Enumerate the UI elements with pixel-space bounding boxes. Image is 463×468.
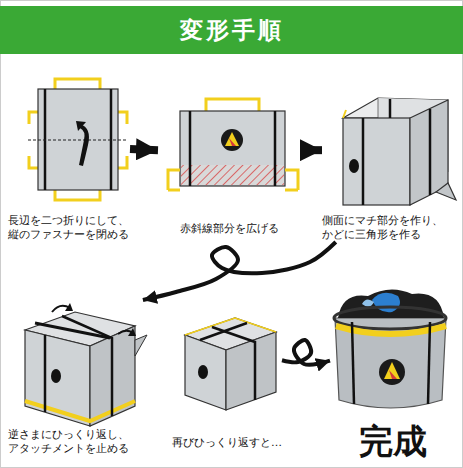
step-panel: 逆さまにひっくり返し、 アタッチメントを止める [8,300,150,456]
box [185,318,276,410]
step-panel: 長辺を二つ折りにして、 縦のファスナーを閉める [8,70,130,242]
result-text: 完成 [330,421,455,461]
step-panel: 再びひっくり返すと… [172,312,282,450]
step-arrow [130,149,158,150]
step-arrow [282,340,330,365]
step-arrow [143,242,336,300]
step-arrow [300,146,322,154]
title-text: 変形手順 [0,6,463,54]
step-caption: 逆さまにひっくり返し、 アタッチメントを止める [8,428,150,456]
opened-bag [168,99,298,190]
step-panel: 側面にマチ部分を作り、 かどに三角形を作る [322,78,460,242]
title-band [0,6,463,54]
open-box [343,98,456,205]
step-caption: 長辺を二つ折りにして、 縦のファスナーを閉める [8,214,130,242]
step-caption: 赤斜線部分を広げる [158,222,300,236]
step-caption: 再びひっくり返すと… [172,436,282,450]
step-panel: 完成 [330,285,455,461]
step-panel: 赤斜線部分を広げる [158,88,300,236]
step-caption: 側面にマチ部分を作り、 かどに三角形を作る [322,214,460,242]
flat-bag [28,79,128,200]
finished-bag [334,289,446,408]
upside-down-box [25,303,147,426]
